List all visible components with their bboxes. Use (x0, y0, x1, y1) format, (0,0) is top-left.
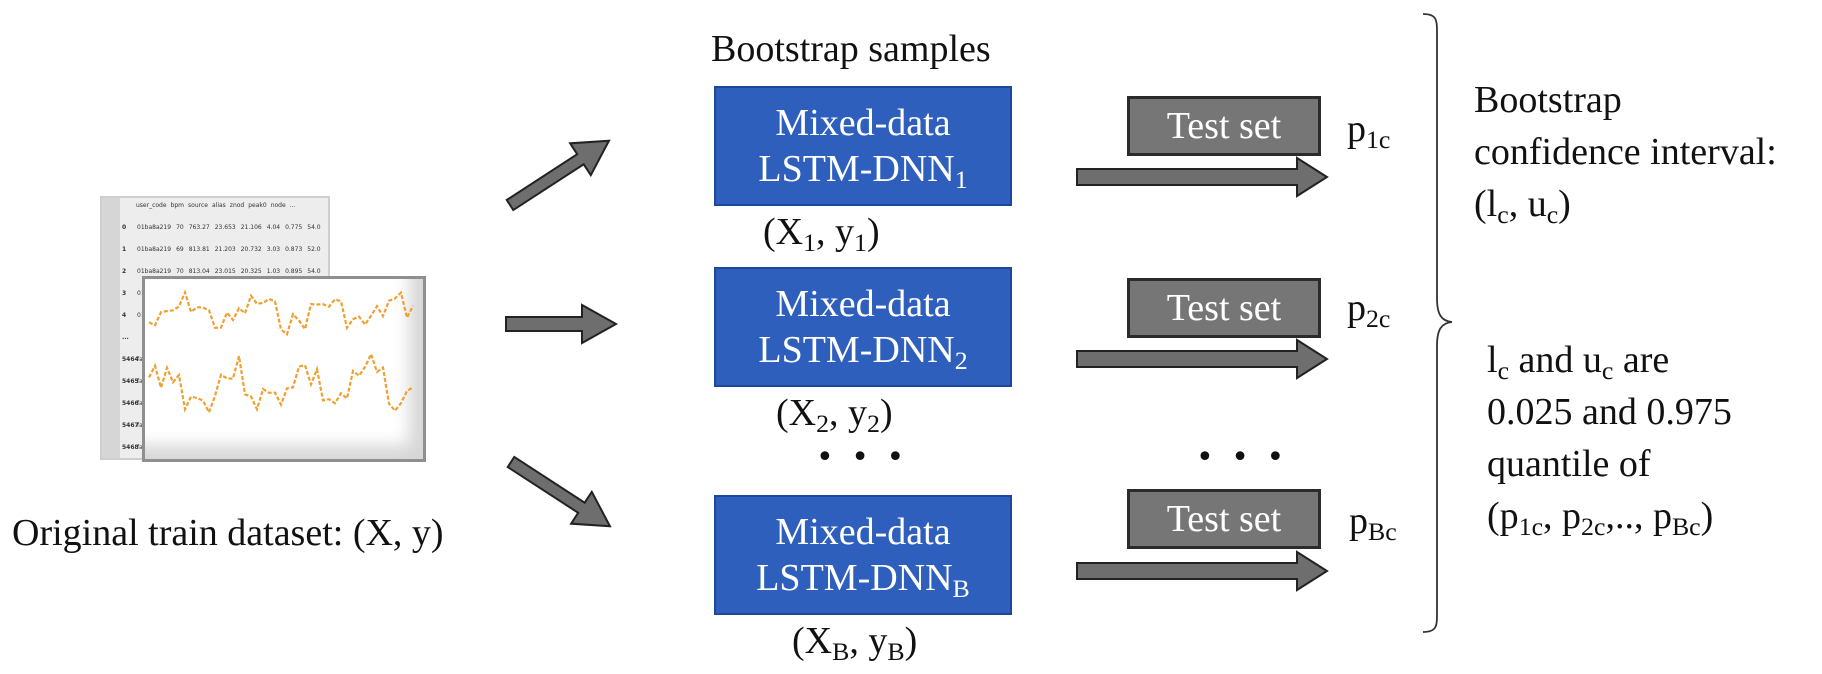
ci-line3: (lc, uc) (1474, 183, 1571, 230)
table-header-cell: node (270, 202, 286, 209)
model-1-line2: LSTM-DNN1 (758, 148, 968, 195)
line-chart (148, 289, 414, 416)
confidence-interval-text: Bootstrap confidence interval: (lc, uc) (1474, 74, 1777, 230)
model-2-line2: LSTM-DNN2 (758, 329, 968, 376)
arrow-to-model-b (506, 455, 612, 528)
table-header-cell: bpm (170, 202, 185, 209)
ci-line1: Bootstrap (1474, 79, 1622, 121)
ellipsis-tests: • • • (1196, 440, 1289, 475)
table-cell: 5464 (122, 355, 139, 363)
table-cell: 813.81 (188, 245, 210, 253)
arrow-model-2-output (1076, 338, 1329, 380)
dataset-label: Original train dataset: (X, y) (12, 512, 444, 554)
table-cell: 813.04 (188, 267, 210, 275)
ellipsis-models: • • • (816, 440, 909, 475)
table-cell: 69 (176, 245, 184, 253)
table-cell: 4.04 (266, 223, 281, 231)
table-cell: 70 (176, 267, 184, 275)
test-set-box-2: Test set (1127, 278, 1321, 338)
chart-series-bottom (148, 351, 414, 416)
model-b-line2: LSTM-DNNB (756, 557, 970, 604)
table-cell: 20.732 (240, 245, 262, 253)
table-cell: ... (122, 333, 129, 341)
sample-label-1: (X1, y1) (763, 211, 880, 258)
quantile-line4: (p1c, p2c,.., pBc) (1487, 495, 1714, 542)
sample-label-2: (X2, y2) (776, 392, 893, 439)
arrow-to-model-1 (505, 139, 611, 212)
model-1-line1: Mixed-data (775, 102, 951, 144)
table-cell: 3.03 (266, 245, 281, 253)
table-cell: 23.653 (214, 223, 236, 231)
table-cell: 2 (122, 267, 127, 275)
table-cell: 3 (122, 289, 127, 297)
test-set-box-1: Test set (1127, 96, 1321, 156)
table-row: 0 01ba8a219 70 763.27 23.653 21.106 4.04 0.775 5… (122, 216, 328, 238)
model-b-line1: Mixed-data (775, 511, 951, 553)
line-chart-card (142, 276, 426, 462)
table-cell: 54.0 (307, 267, 321, 275)
curly-brace (1422, 13, 1453, 633)
sample-label-b: (XB, yB) (792, 620, 918, 667)
table-row: 2 01ba8a219 70 813.04 23.015 20.325 1.03 0.895 5… (122, 260, 328, 282)
model-box-2: Mixed-data LSTM-DNN2 (714, 267, 1012, 387)
quantile-text: lc and uc are 0.025 and 0.975 quantile o… (1487, 334, 1732, 542)
table-header-cell: source (188, 202, 208, 209)
table-row: ... (122, 326, 328, 348)
table-index-column (102, 198, 120, 458)
quantile-line3: quantile of (1487, 443, 1651, 485)
table-cell: 70 (176, 223, 184, 231)
prediction-label-2: p2c (1347, 287, 1391, 334)
table-header-cell: user_code (136, 202, 167, 209)
table-cell: 01ba8a219 (137, 223, 172, 231)
ci-line2: confidence interval: (1474, 131, 1777, 173)
table-cell: 54.0 (307, 223, 321, 231)
table-cell: 763.27 (188, 223, 210, 231)
test-set-box-b: Test set (1127, 489, 1321, 549)
table-header-cell: znod (229, 202, 245, 209)
chart-series-top (148, 289, 414, 337)
table-header-cell: alias (211, 202, 226, 209)
prediction-label-1: p1c (1347, 108, 1391, 155)
table-cell: 5467 (122, 421, 139, 429)
table-header-cell: ... (289, 202, 296, 209)
table-cell: 20.325 (240, 267, 262, 275)
arrow-model-b-output (1076, 550, 1329, 592)
table-cell: 01ba8a219 (137, 245, 172, 253)
table-row: 1 01ba8a219 69 813.81 21.203 20.732 3.03 0.873 5… (122, 238, 328, 260)
model-box-b: Mixed-data LSTM-DNNB (714, 495, 1012, 615)
table-cell: 01ba8a219 (137, 267, 172, 275)
table-cell: 4 (122, 311, 127, 319)
quantile-line2: 0.025 and 0.975 (1487, 391, 1732, 433)
prediction-label-b: pBc (1349, 500, 1397, 547)
table-cell: 0 (122, 223, 127, 231)
table-cell: 5465 (122, 377, 139, 385)
table-header-cell: peak0 (248, 202, 267, 209)
table-cell: 0.873 (285, 245, 303, 253)
model-2-line1: Mixed-data (775, 283, 951, 325)
table-cell: 23.015 (214, 267, 236, 275)
quantile-line1: lc and uc are (1487, 339, 1670, 386)
table-cell: 52.0 (307, 245, 321, 253)
table-cell: 5466 (122, 399, 139, 407)
table-cell: 21.203 (214, 245, 236, 253)
table-cell: 0.895 (285, 267, 303, 275)
arrow-model-1-output (1076, 156, 1329, 198)
table-cell: 21.106 (240, 223, 262, 231)
table-cell: 1 (122, 245, 127, 253)
table-cell: 5468 (122, 443, 139, 451)
table-cell: 1.03 (266, 267, 281, 275)
table-cell: 0.775 (285, 223, 303, 231)
model-box-1: Mixed-data LSTM-DNN1 (714, 86, 1012, 206)
bootstrap-samples-title: Bootstrap samples (711, 28, 991, 70)
arrow-to-model-2 (505, 303, 619, 345)
